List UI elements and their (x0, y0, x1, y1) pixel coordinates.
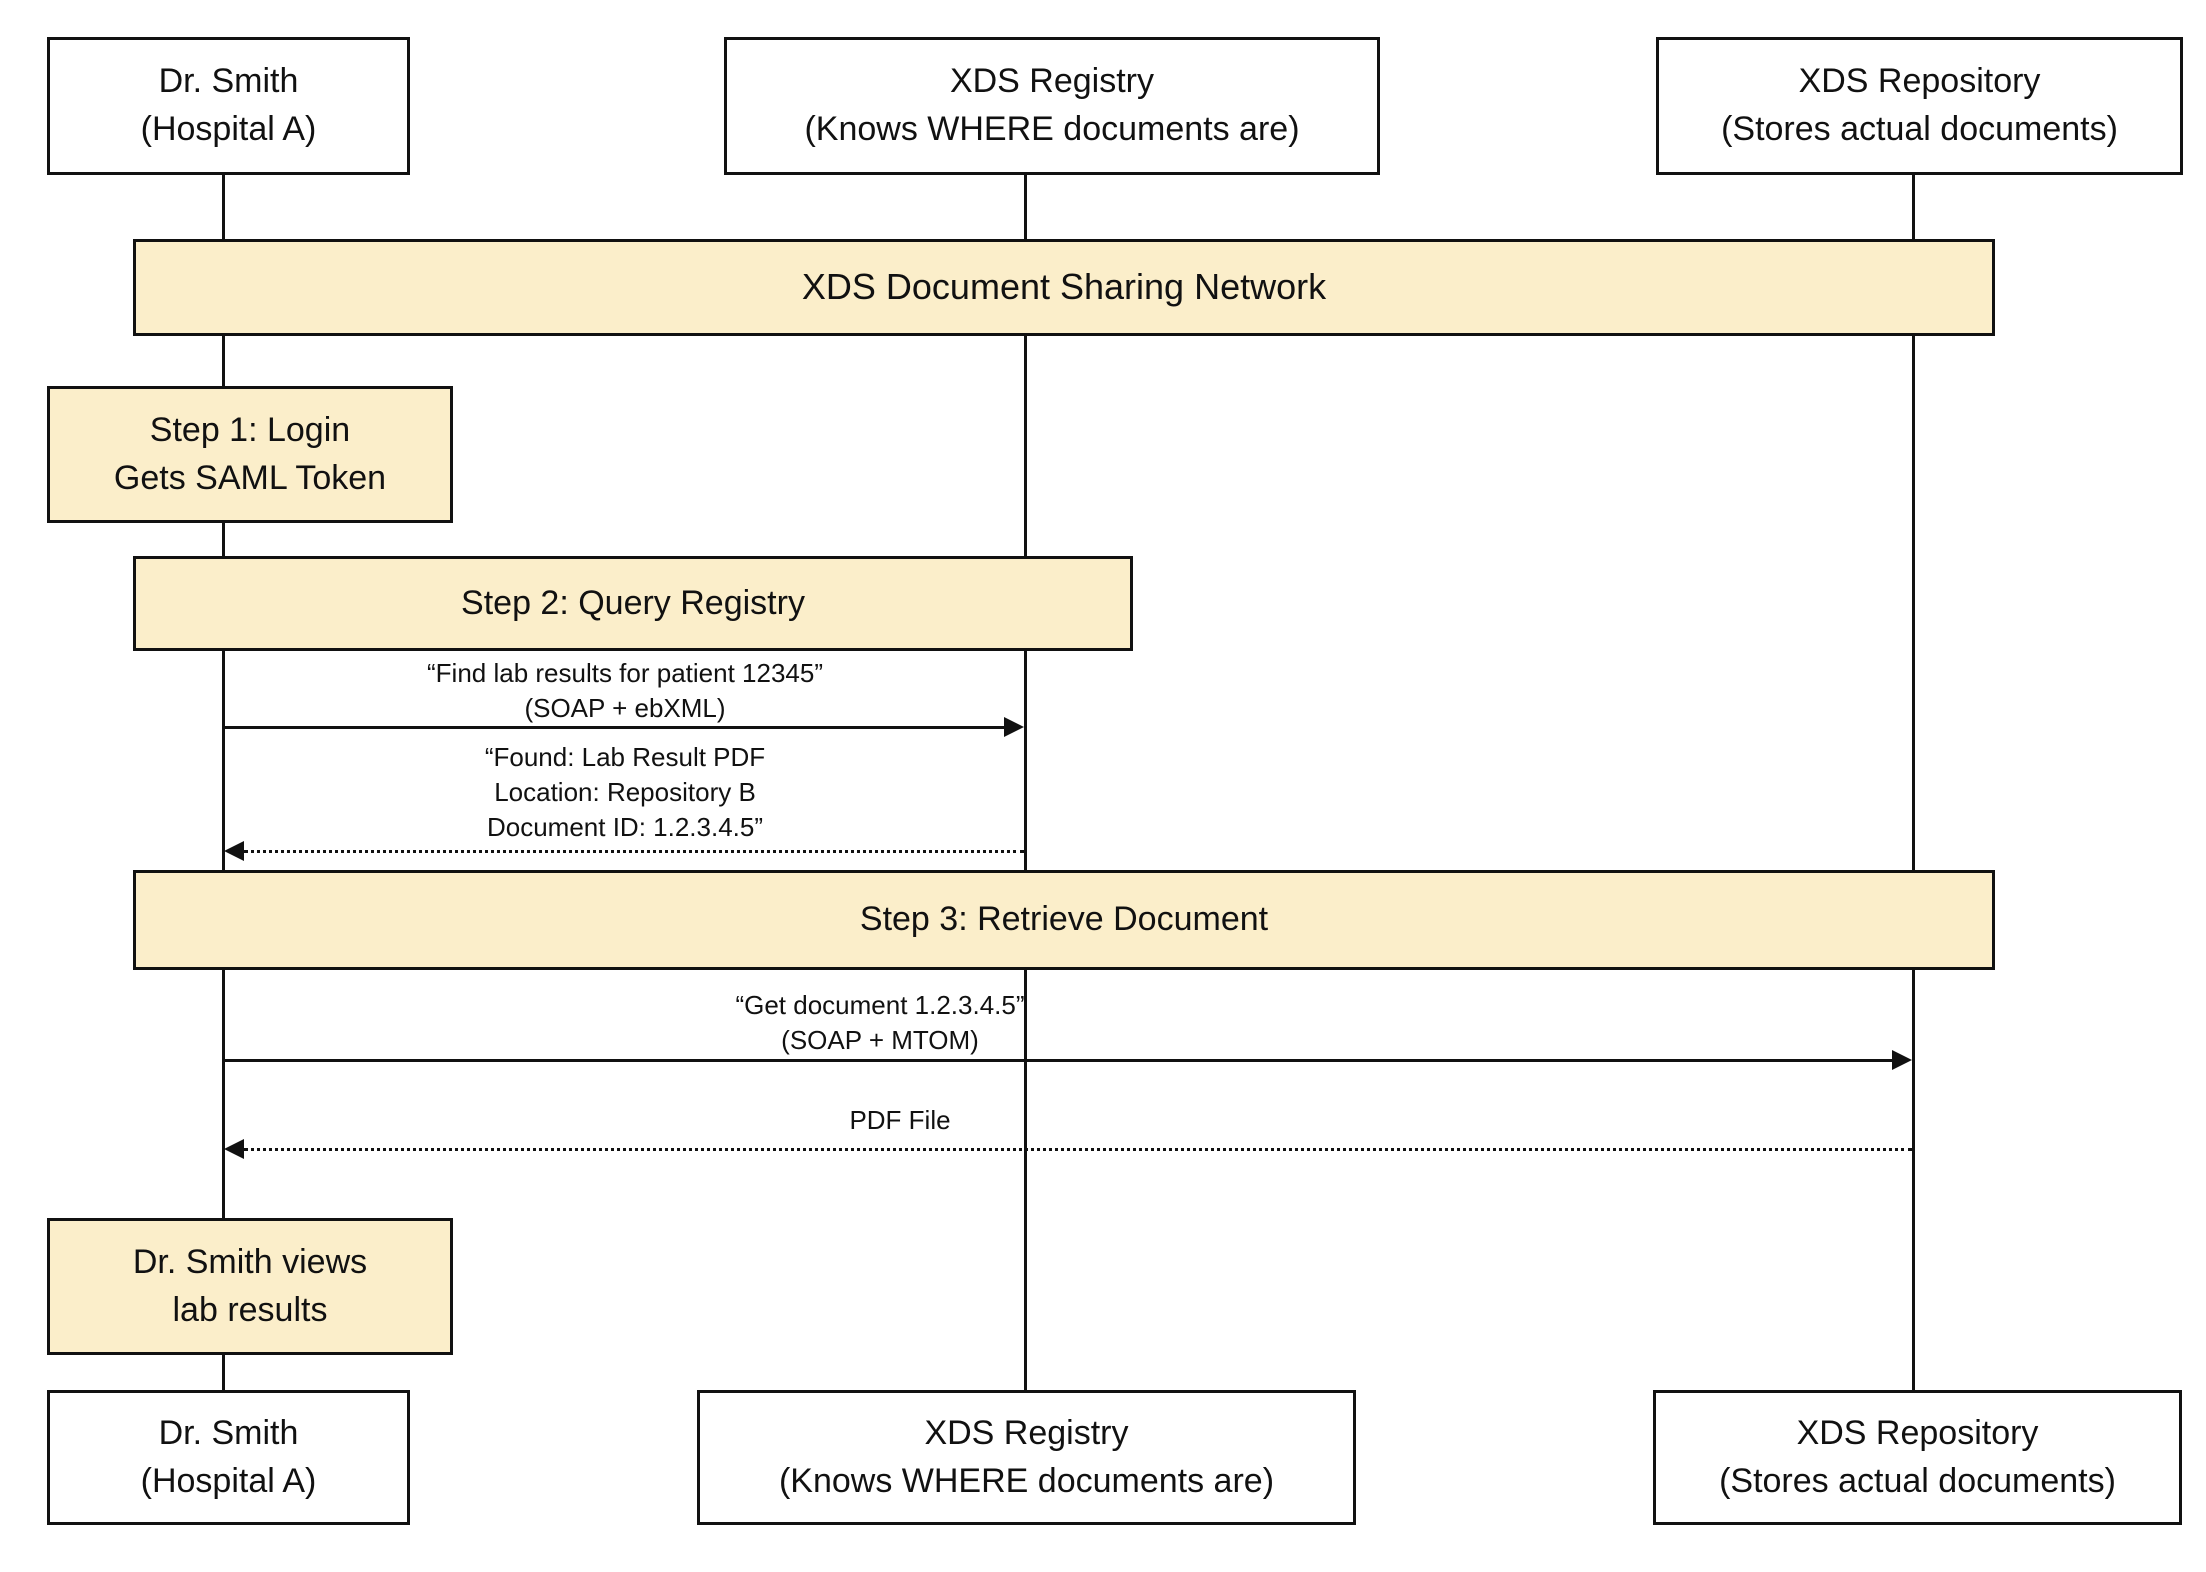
actor-box-dr-smith-bottom: Dr. Smith (Hospital A) (47, 1390, 410, 1525)
message-label-query-response: “Found: Lab Result PDF Location: Reposit… (484, 742, 766, 843)
actor-box-xds-registry-bottom: XDS Registry (Knows WHERE documents are) (697, 1390, 1356, 1525)
actor-label-xds-repository-bottom: XDS Repository (Stores actual documents) (1719, 1413, 2116, 1500)
result-note-label: Dr. Smith views lab results (132, 1242, 368, 1329)
actor-label-dr-smith-bottom: Dr. Smith (Hospital A) (140, 1413, 317, 1500)
arrowhead-right-icon (1004, 717, 1024, 737)
step-2-box: Step 2: Query Registry (133, 556, 1133, 651)
step-1-box: Step 1: Login Gets SAML Token (47, 386, 453, 523)
step-3-label: Step 3: Retrieve Document (859, 900, 1269, 939)
lifeline-xds-registry (1024, 175, 1027, 1400)
network-banner-label: XDS Document Sharing Network (801, 266, 1327, 308)
step-3-box: Step 3: Retrieve Document (133, 870, 1995, 970)
message-label-retrieve-request: “Get document 1.2.3.4.5” (SOAP + MTOM) (735, 990, 1025, 1056)
actor-label-xds-repository-top: XDS Repository (Stores actual documents) (1721, 62, 2118, 148)
network-banner: XDS Document Sharing Network (133, 239, 1995, 336)
arrowhead-left-icon (224, 1139, 244, 1159)
result-note-box: Dr. Smith views lab results (47, 1218, 453, 1355)
arrow-retrieve-response (244, 1148, 1912, 1151)
actor-label-xds-registry-bottom: XDS Registry (Knows WHERE documents are) (778, 1413, 1275, 1500)
actor-label-dr-smith-top: Dr. Smith (Hospital A) (140, 62, 317, 148)
actor-box-xds-repository-top: XDS Repository (Stores actual documents) (1656, 37, 2183, 175)
arrowhead-right-icon (1892, 1050, 1912, 1070)
arrow-retrieve-request (223, 1059, 1892, 1062)
actor-label-xds-registry-top: XDS Registry (Knows WHERE documents are) (804, 62, 1300, 148)
step-2-label: Step 2: Query Registry (461, 583, 805, 622)
message-label-retrieve-response: PDF File (849, 1105, 951, 1135)
lifeline-xds-repository (1912, 175, 1915, 1400)
actor-box-xds-registry-top: XDS Registry (Knows WHERE documents are) (724, 37, 1380, 175)
arrow-query-response (244, 850, 1024, 853)
actor-box-xds-repository-bottom: XDS Repository (Stores actual documents) (1653, 1390, 2182, 1525)
arrowhead-left-icon (224, 841, 244, 861)
step-1-label: Step 1: Login Gets SAML Token (113, 410, 387, 497)
lifeline-dr-smith (222, 175, 225, 1400)
message-label-query-request: “Find lab results for patient 12345” (SO… (427, 658, 823, 724)
actor-box-dr-smith-top: Dr. Smith (Hospital A) (47, 37, 410, 175)
arrow-query-request (223, 726, 1006, 729)
